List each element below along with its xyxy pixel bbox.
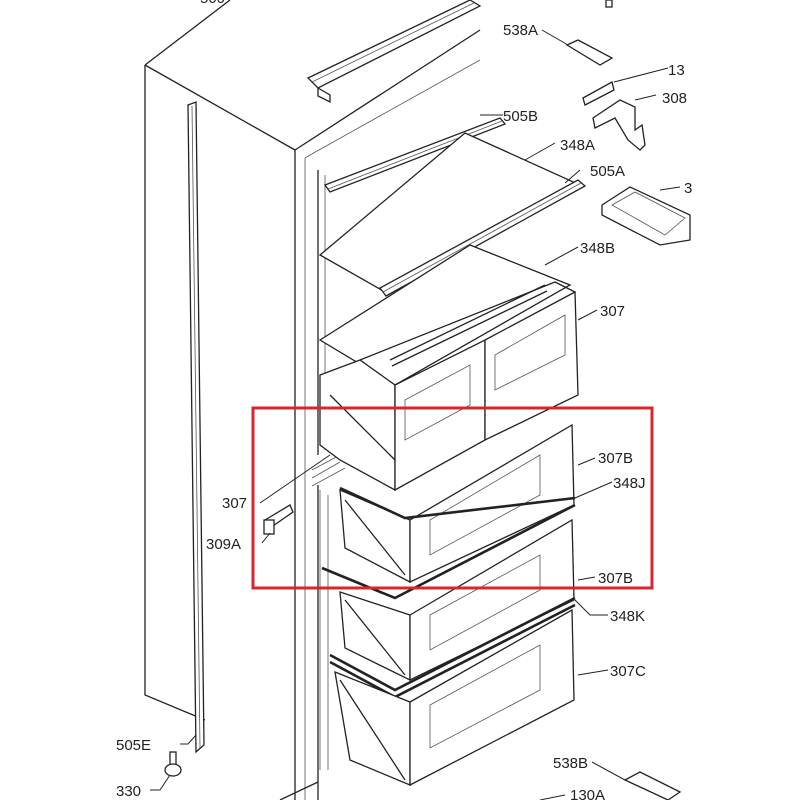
hinge-538a: [565, 39, 614, 66]
top-screw: [605, 0, 613, 8]
door-panel: [144, 0, 296, 721]
label-348j: 348J: [613, 475, 646, 492]
drawer-307b-lower: [339, 518, 575, 682]
label-13: 13: [668, 62, 685, 79]
top-rail: [306, 0, 482, 104]
label-538b: 538B: [553, 755, 588, 772]
label-130a: 130A: [570, 787, 605, 800]
hinge-538b: [623, 771, 682, 800]
label-348k: 348K: [610, 608, 645, 625]
label-330: 330: [116, 783, 141, 800]
label-307b-lower: 307B: [598, 570, 633, 587]
label-309a: 309A: [206, 536, 241, 553]
label-500: 500: [200, 0, 225, 7]
label-348b: 348B: [580, 240, 615, 257]
adjustable-foot-330: [164, 751, 182, 777]
drawer-307c: [334, 608, 575, 787]
label-307c: 307C: [610, 663, 646, 680]
label-307-left: 307: [222, 495, 247, 512]
label-307-top: 307: [600, 303, 625, 320]
cabinet-body: [279, 29, 481, 800]
label-505e: 505E: [116, 737, 151, 754]
label-348a: 348A: [560, 137, 595, 154]
label-308: 308: [662, 90, 687, 107]
label-505b: 505B: [503, 108, 538, 125]
label-3: 3: [684, 180, 692, 197]
door-gasket-505e: [187, 101, 205, 754]
hinge-cover-13: [582, 81, 615, 106]
clip-309a: [263, 504, 294, 535]
drawer-307: [319, 281, 579, 492]
label-538a: 538A: [503, 22, 538, 39]
highlight-box: [251, 406, 654, 590]
glass-shelf-348j: [321, 486, 576, 600]
leader-lines: [150, 29, 681, 800]
hinge-308: [592, 99, 646, 151]
ice-tray: [601, 186, 691, 246]
shelf-trim-505a: [379, 179, 587, 297]
label-307b-upper: 307B: [598, 450, 633, 467]
label-505a: 505A: [590, 163, 625, 180]
